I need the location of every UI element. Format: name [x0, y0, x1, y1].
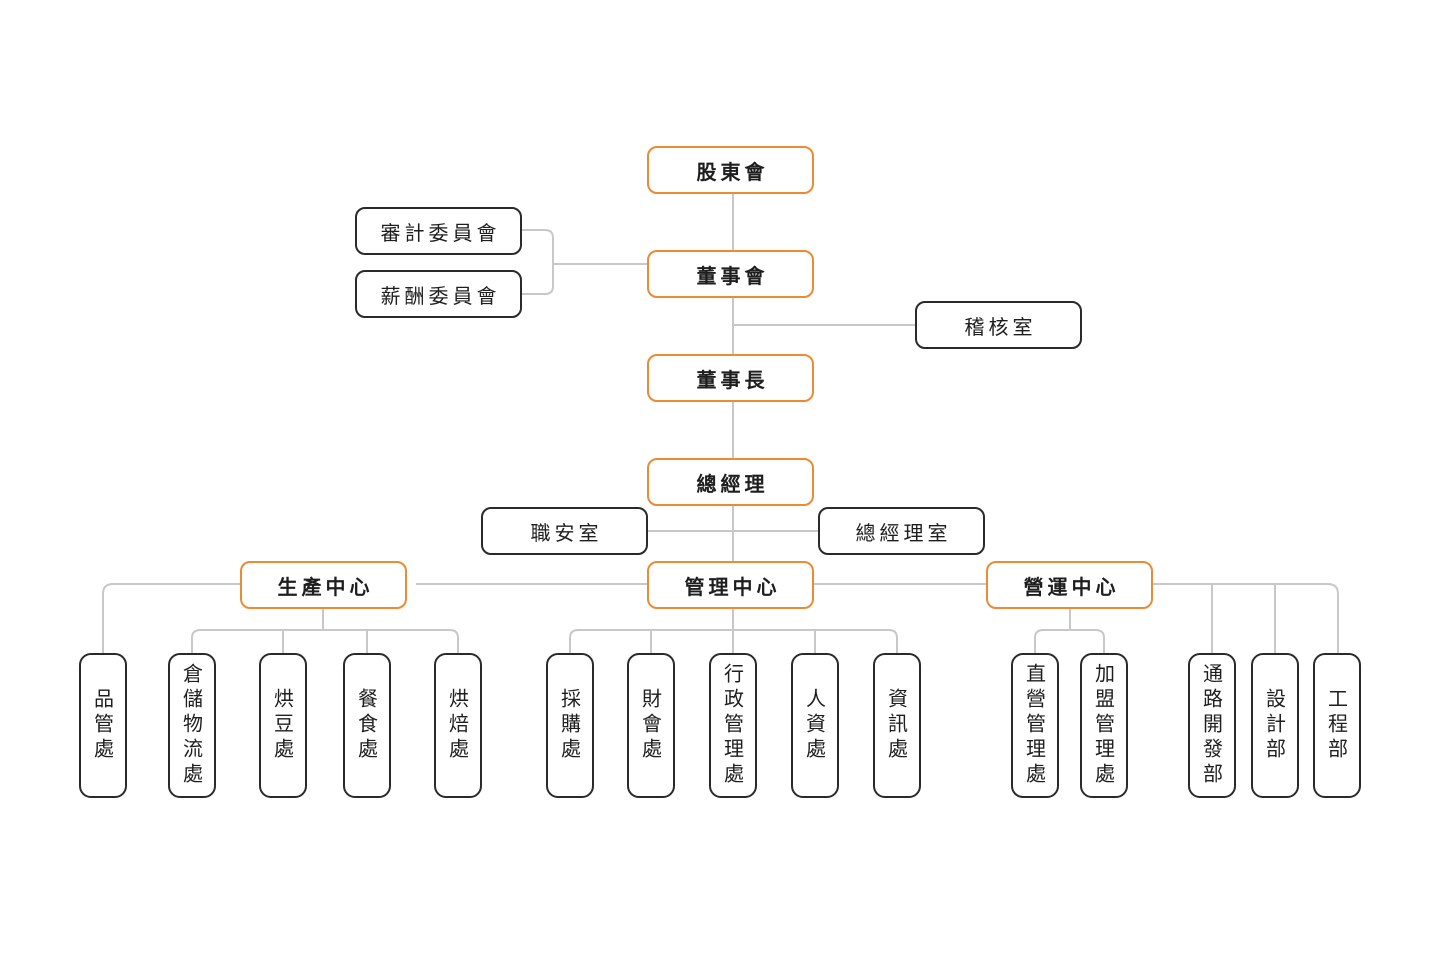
dept-baking: 烘焙處 — [434, 653, 482, 798]
dept-hr: 人資處 — [791, 653, 839, 798]
operations-center-label: 營運中心 — [1023, 574, 1120, 599]
dept-admin-label: 行政管理處 — [720, 663, 745, 788]
gm-office-node: 總經理室 — [818, 507, 985, 555]
dept-admin: 行政管理處 — [709, 653, 757, 798]
dept-finance: 財會處 — [627, 653, 675, 798]
gm-office-label: 總經理室 — [855, 520, 952, 545]
dept-channel: 通路開發部 — [1188, 653, 1236, 798]
board-node: 董事會 — [647, 250, 814, 298]
dept-finance-label: 財會處 — [638, 688, 663, 763]
audit-committee-label: 審計委員會 — [380, 220, 501, 245]
dept-catering: 餐食處 — [343, 653, 391, 798]
dept-channel-label: 通路開發部 — [1199, 663, 1224, 788]
dept-engineering-label: 工程部 — [1324, 688, 1349, 763]
dept-franchise-label: 加盟管理處 — [1091, 663, 1116, 788]
safety-office-label: 職安室 — [530, 520, 603, 545]
dept-roasting-label: 烘豆處 — [270, 688, 295, 763]
dept-purchasing-label: 採購處 — [557, 688, 582, 763]
dept-engineering: 工程部 — [1313, 653, 1361, 798]
dept-franchise: 加盟管理處 — [1080, 653, 1128, 798]
dept-it: 資訊處 — [873, 653, 921, 798]
audit-committee-node: 審計委員會 — [355, 207, 522, 255]
dept-design: 設計部 — [1251, 653, 1299, 798]
dept-catering-label: 餐食處 — [354, 688, 379, 763]
audit-office-node: 稽核室 — [915, 301, 1082, 349]
chairman-node: 董事長 — [647, 354, 814, 402]
production-center-label: 生產中心 — [277, 574, 374, 599]
dept-quality: 品管處 — [79, 653, 127, 798]
management-center-node: 管理中心 — [647, 561, 814, 609]
shareholders-label: 股東會 — [696, 159, 769, 184]
board-label: 董事會 — [696, 263, 769, 288]
operations-center-node: 營運中心 — [986, 561, 1153, 609]
dept-direct-label: 直營管理處 — [1022, 663, 1047, 788]
dept-baking-label: 烘焙處 — [445, 688, 470, 763]
audit-office-label: 稽核室 — [964, 314, 1037, 339]
general-manager-label: 總經理 — [696, 471, 769, 496]
dept-purchasing: 採購處 — [546, 653, 594, 798]
shareholders-node: 股東會 — [647, 146, 814, 194]
dept-roasting: 烘豆處 — [259, 653, 307, 798]
remuneration-committee-node: 薪酬委員會 — [355, 270, 522, 318]
dept-warehouse-label: 倉儲物流處 — [179, 663, 204, 788]
dept-quality-label: 品管處 — [90, 688, 115, 763]
management-center-label: 管理中心 — [684, 574, 781, 599]
dept-warehouse: 倉儲物流處 — [168, 653, 216, 798]
production-center-node: 生產中心 — [240, 561, 407, 609]
general-manager-node: 總經理 — [647, 458, 814, 506]
chairman-label: 董事長 — [696, 367, 769, 392]
dept-design-label: 設計部 — [1262, 688, 1287, 763]
dept-direct: 直營管理處 — [1011, 653, 1059, 798]
dept-it-label: 資訊處 — [884, 688, 909, 763]
remuneration-committee-label: 薪酬委員會 — [380, 283, 501, 308]
safety-office-node: 職安室 — [481, 507, 648, 555]
dept-hr-label: 人資處 — [802, 688, 827, 763]
